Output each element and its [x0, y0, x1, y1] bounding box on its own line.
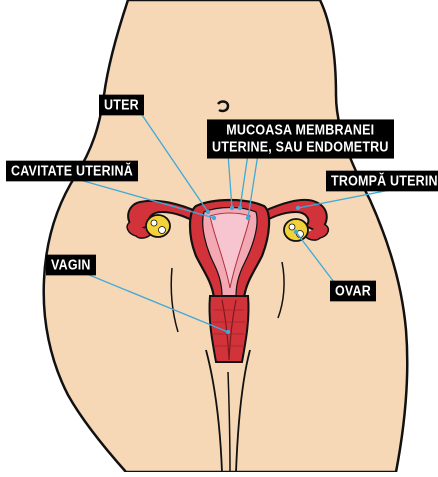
- right-follicle: [289, 224, 295, 230]
- label-ovar: OVAR: [330, 281, 376, 302]
- label-cavitate-uterina: CAVITATE UTERINĂ: [6, 161, 138, 182]
- label-vagin: VAGIN: [46, 255, 96, 276]
- label-mucoasa-line2: UTERINE, SAU ENDOMETRU: [212, 139, 389, 156]
- left-follicle: [151, 220, 157, 226]
- label-uter: UTER: [99, 95, 144, 116]
- label-trompa-uterina: TROMPĂ UTERINĂ: [326, 171, 438, 192]
- label-mucoasa-line1: MUCOASA MEMBRANEI: [212, 122, 389, 139]
- left-follicle: [159, 227, 166, 234]
- left-ovary: [146, 215, 170, 237]
- label-mucoasa: MUCOASA MEMBRANEI UTERINE, SAU ENDOMETRU: [207, 119, 394, 158]
